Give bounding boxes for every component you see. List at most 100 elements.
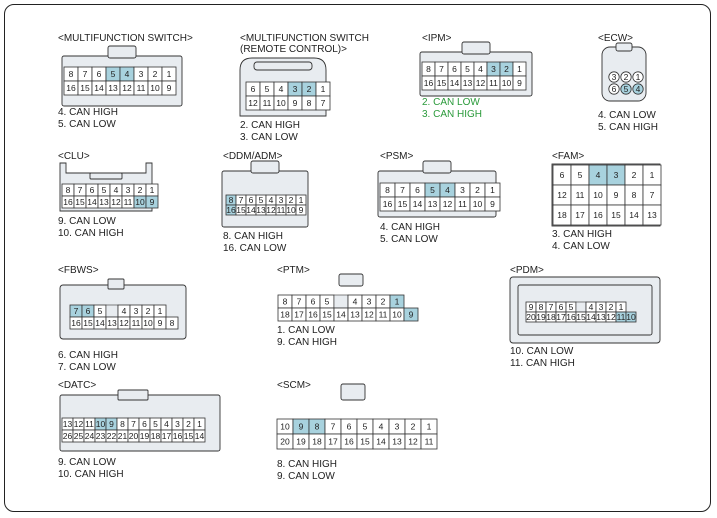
pin-number: 4	[478, 64, 483, 74]
pin-number: 16	[383, 199, 393, 209]
pin-number: 15	[360, 437, 370, 447]
pin-number: 18	[280, 310, 290, 320]
pin-note: 3. CAN HIGH	[552, 229, 613, 240]
pin-number: 5	[465, 64, 470, 74]
pin-number: 17	[575, 210, 585, 220]
pin-number: 9	[517, 78, 522, 88]
pin-note: 11. CAN HIGH	[510, 358, 575, 369]
pin-number: 20	[129, 431, 139, 441]
pin-number: 7	[439, 64, 444, 74]
pin-number: 12	[557, 190, 567, 200]
pin-number: 1	[490, 185, 495, 195]
pin-number: 5	[569, 302, 574, 312]
pin-number: 12	[111, 197, 121, 207]
pin-cell	[193, 429, 206, 443]
pin-number: 10	[626, 312, 636, 322]
pin-number: 7	[74, 306, 79, 316]
pin-number: 13	[428, 199, 438, 209]
pin-number: 16	[173, 431, 183, 441]
pin-number: 19	[140, 431, 150, 441]
pin-number: 3	[139, 69, 144, 79]
pin-number: 16	[226, 205, 236, 215]
pin-note: 9. CAN LOW	[277, 471, 335, 482]
pin-number: 12	[443, 199, 453, 209]
pin-number: 2	[632, 170, 637, 180]
pin-number: 3	[460, 185, 465, 195]
pin-number: 3	[175, 419, 180, 429]
pin-number: 3	[279, 195, 284, 205]
pin-number: 3	[126, 185, 131, 195]
pin-note: 8. CAN HIGH	[223, 231, 284, 242]
connector-title: <IPM>	[422, 33, 452, 44]
connector-title: <CLU>	[58, 151, 90, 162]
pin-note: 9. CAN HIGH	[277, 337, 338, 348]
pin-number: 11	[85, 419, 94, 429]
pin-number: 11	[263, 98, 272, 108]
pin-number: 15	[236, 205, 246, 215]
pin-note: 9. CAN LOW	[58, 457, 116, 468]
pin-number: 13	[392, 437, 402, 447]
pin-number: 6	[311, 297, 316, 307]
pin-number: 3	[395, 422, 400, 432]
pin-number: 3	[367, 297, 372, 307]
pin-number: 7	[239, 195, 244, 205]
pin-note: 2. CAN LOW	[422, 97, 480, 108]
pin-number: 18	[546, 312, 556, 322]
pin-number: 6	[249, 195, 254, 205]
pin-number: 14	[413, 199, 423, 209]
pin-number: 7	[131, 419, 136, 429]
pin-number: 7	[549, 302, 554, 312]
pin-cell	[295, 204, 307, 216]
connector-title: <MULTIFUNCTION SWITCH (REMOTE CONTROL)>	[240, 33, 369, 55]
pin-number: 2	[411, 422, 416, 432]
pin-number: 9	[529, 302, 534, 312]
pin-number: 7	[321, 98, 326, 108]
connector-title: <PTM>	[277, 265, 310, 276]
connector-housing	[107, 45, 137, 59]
pin-number: 8	[66, 185, 71, 195]
pin-number: 9	[490, 199, 495, 209]
pin-note: 4. CAN LOW	[598, 110, 656, 121]
pin-number: 8	[307, 98, 312, 108]
pin-number: 11	[425, 437, 434, 447]
pin-number: 13	[108, 83, 118, 93]
pin-number: 15	[437, 78, 447, 88]
pin-number: 1	[321, 84, 326, 94]
pin-number: 12	[476, 78, 486, 88]
pin-number: 13	[107, 318, 117, 328]
pin-number: 6	[86, 306, 91, 316]
pin-number: 18	[151, 431, 161, 441]
pin-number: 11	[489, 78, 498, 88]
pin-number: 12	[266, 205, 276, 215]
pin-number: 2	[289, 195, 294, 205]
connector-title: <DDM/ADM>	[223, 151, 283, 162]
pin-number: 16	[593, 210, 603, 220]
pin-number: 7	[78, 185, 83, 195]
pin-note: 4. CAN LOW	[552, 241, 610, 252]
pin-number: 1	[299, 195, 304, 205]
pin-number: 11	[617, 312, 626, 322]
pin-number: 2	[381, 297, 386, 307]
pin-number: 5	[259, 195, 264, 205]
pin-number: 11	[576, 190, 585, 200]
pin-note: 16. CAN LOW	[223, 243, 287, 254]
pin-number: 11	[277, 205, 286, 215]
pin-number: 10	[276, 98, 286, 108]
connector-title: <DATC>	[58, 380, 97, 391]
pin-number: 5	[325, 297, 330, 307]
pin-number: 14	[450, 78, 460, 88]
pin-note: 4. CAN HIGH	[380, 222, 441, 233]
pin-cell	[145, 195, 159, 209]
pin-cell	[608, 83, 620, 95]
pin-number: 14	[376, 437, 386, 447]
pin-number: 9	[150, 197, 155, 207]
pin-gap	[105, 304, 119, 318]
pin-number: 16	[424, 78, 434, 88]
pin-note: 7. CAN LOW	[58, 362, 116, 373]
pin-number: 12	[248, 98, 258, 108]
